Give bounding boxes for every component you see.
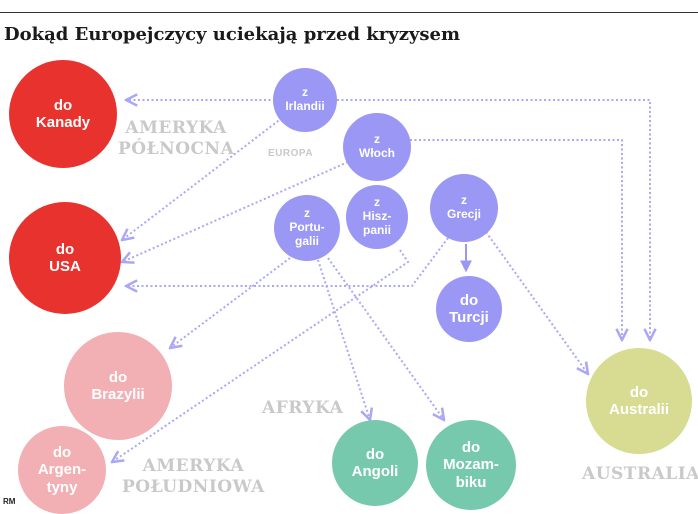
destination-angola: do Angoli <box>332 420 418 506</box>
region-label-europe: EUROPA <box>268 148 314 159</box>
author-credit: RM <box>3 497 16 506</box>
destination-brazil: do Brazylii <box>64 332 172 440</box>
destination-mozambique: do Mozam- biku <box>426 420 516 510</box>
source-spain: z Hisz- panii <box>346 185 408 249</box>
destination-australia: do Australii <box>586 348 692 454</box>
destination-argentina: do Argen- tyny <box>18 426 106 514</box>
arrow-greece-usa <box>126 237 449 286</box>
arrow-spain-argentina <box>112 249 410 462</box>
arrow-ireland-australia <box>337 99 650 340</box>
source-italy: z Włoch <box>343 113 411 181</box>
arrow-portugal-mozambique <box>327 257 444 420</box>
region-label-africa: AFRYKA <box>262 398 344 418</box>
region-label-north-america: AMERYKA PÓŁNOCNA <box>118 118 235 160</box>
source-greece: z Grecji <box>430 174 498 242</box>
arrow-greece-australia <box>485 231 588 374</box>
source-portugal: z Portu- galii <box>274 195 340 261</box>
arrow-portugal-brazil <box>170 257 291 348</box>
destination-turkey: do Turcji <box>436 276 502 342</box>
arrow-portugal-angola <box>317 259 370 420</box>
destination-usa: do USA <box>9 202 121 314</box>
source-ireland: z Irlandii <box>273 68 337 132</box>
top-rule <box>0 12 698 13</box>
page-title: Dokąd Europejczycy uciekają przed kryzys… <box>4 24 461 45</box>
arrow-italy-australia <box>410 139 622 340</box>
arrow-ireland-usa <box>122 117 283 240</box>
region-label-south-america: AMERYKA POŁUDNIOWA <box>122 456 265 498</box>
arrow-italy-usa <box>122 161 349 262</box>
region-label-australia: AUSTRALIA <box>582 464 698 484</box>
destination-canada: do Kanady <box>9 60 117 168</box>
